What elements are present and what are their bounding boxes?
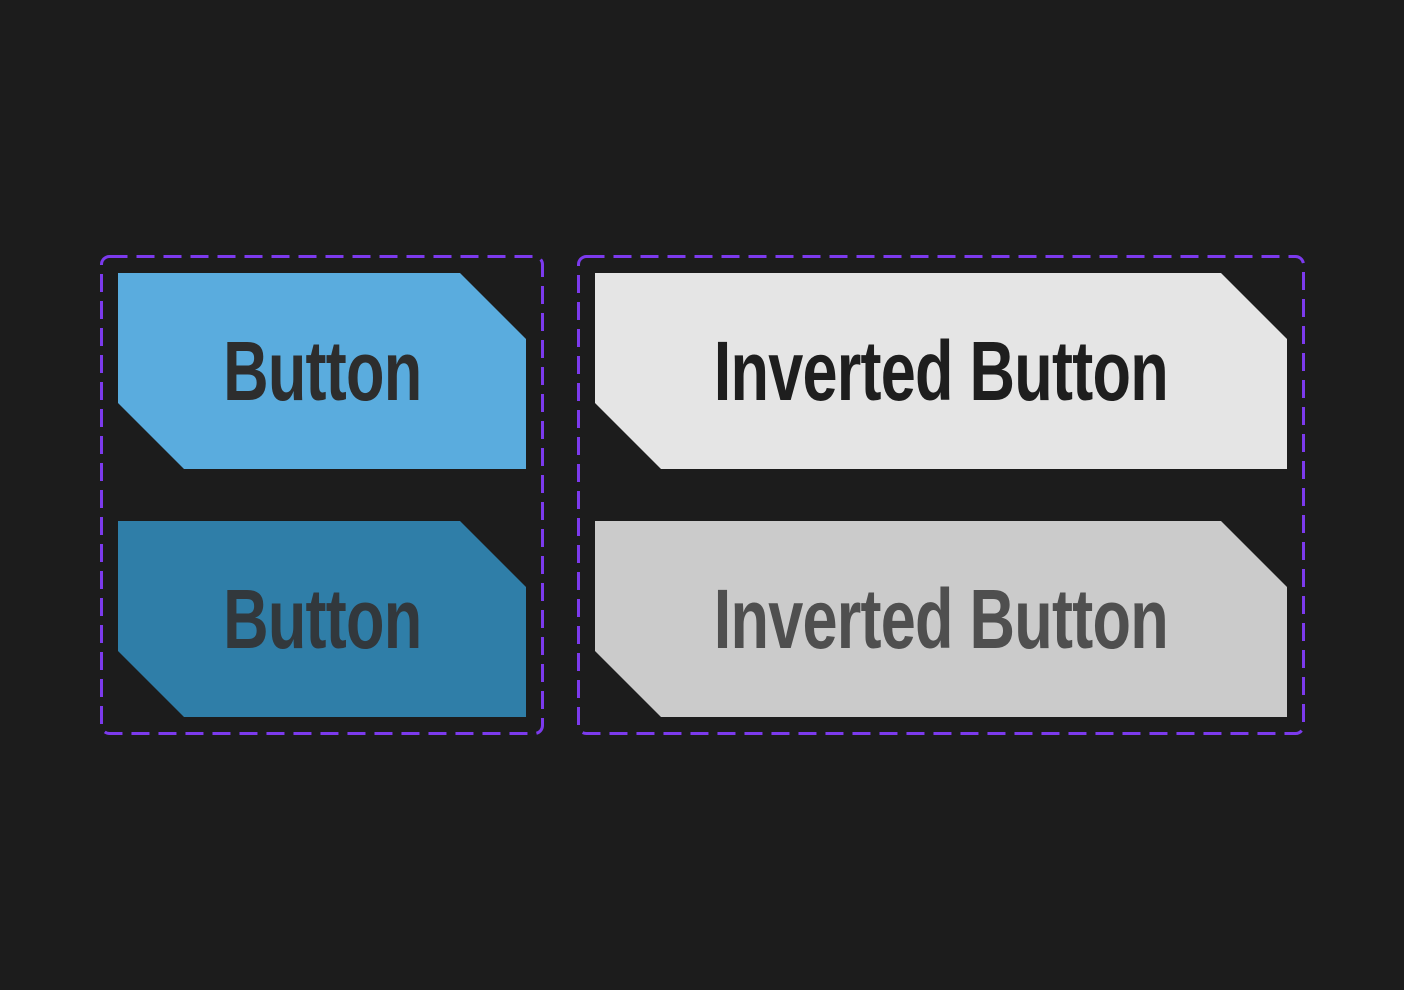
button-label: Button (222, 324, 422, 418)
button-label: Inverted Button (713, 572, 1169, 666)
button-label: Button (222, 572, 422, 666)
inverted-button-light[interactable]: Inverted Button (595, 273, 1287, 469)
button-group-inverted: Inverted Button Inverted Button (577, 255, 1305, 735)
button-blue-dark[interactable]: Button (118, 521, 526, 717)
button-label: Inverted Button (713, 324, 1169, 418)
inverted-button-dark[interactable]: Inverted Button (595, 521, 1287, 717)
button-group-primary: Button Button (100, 255, 544, 735)
button-blue-light[interactable]: Button (118, 273, 526, 469)
